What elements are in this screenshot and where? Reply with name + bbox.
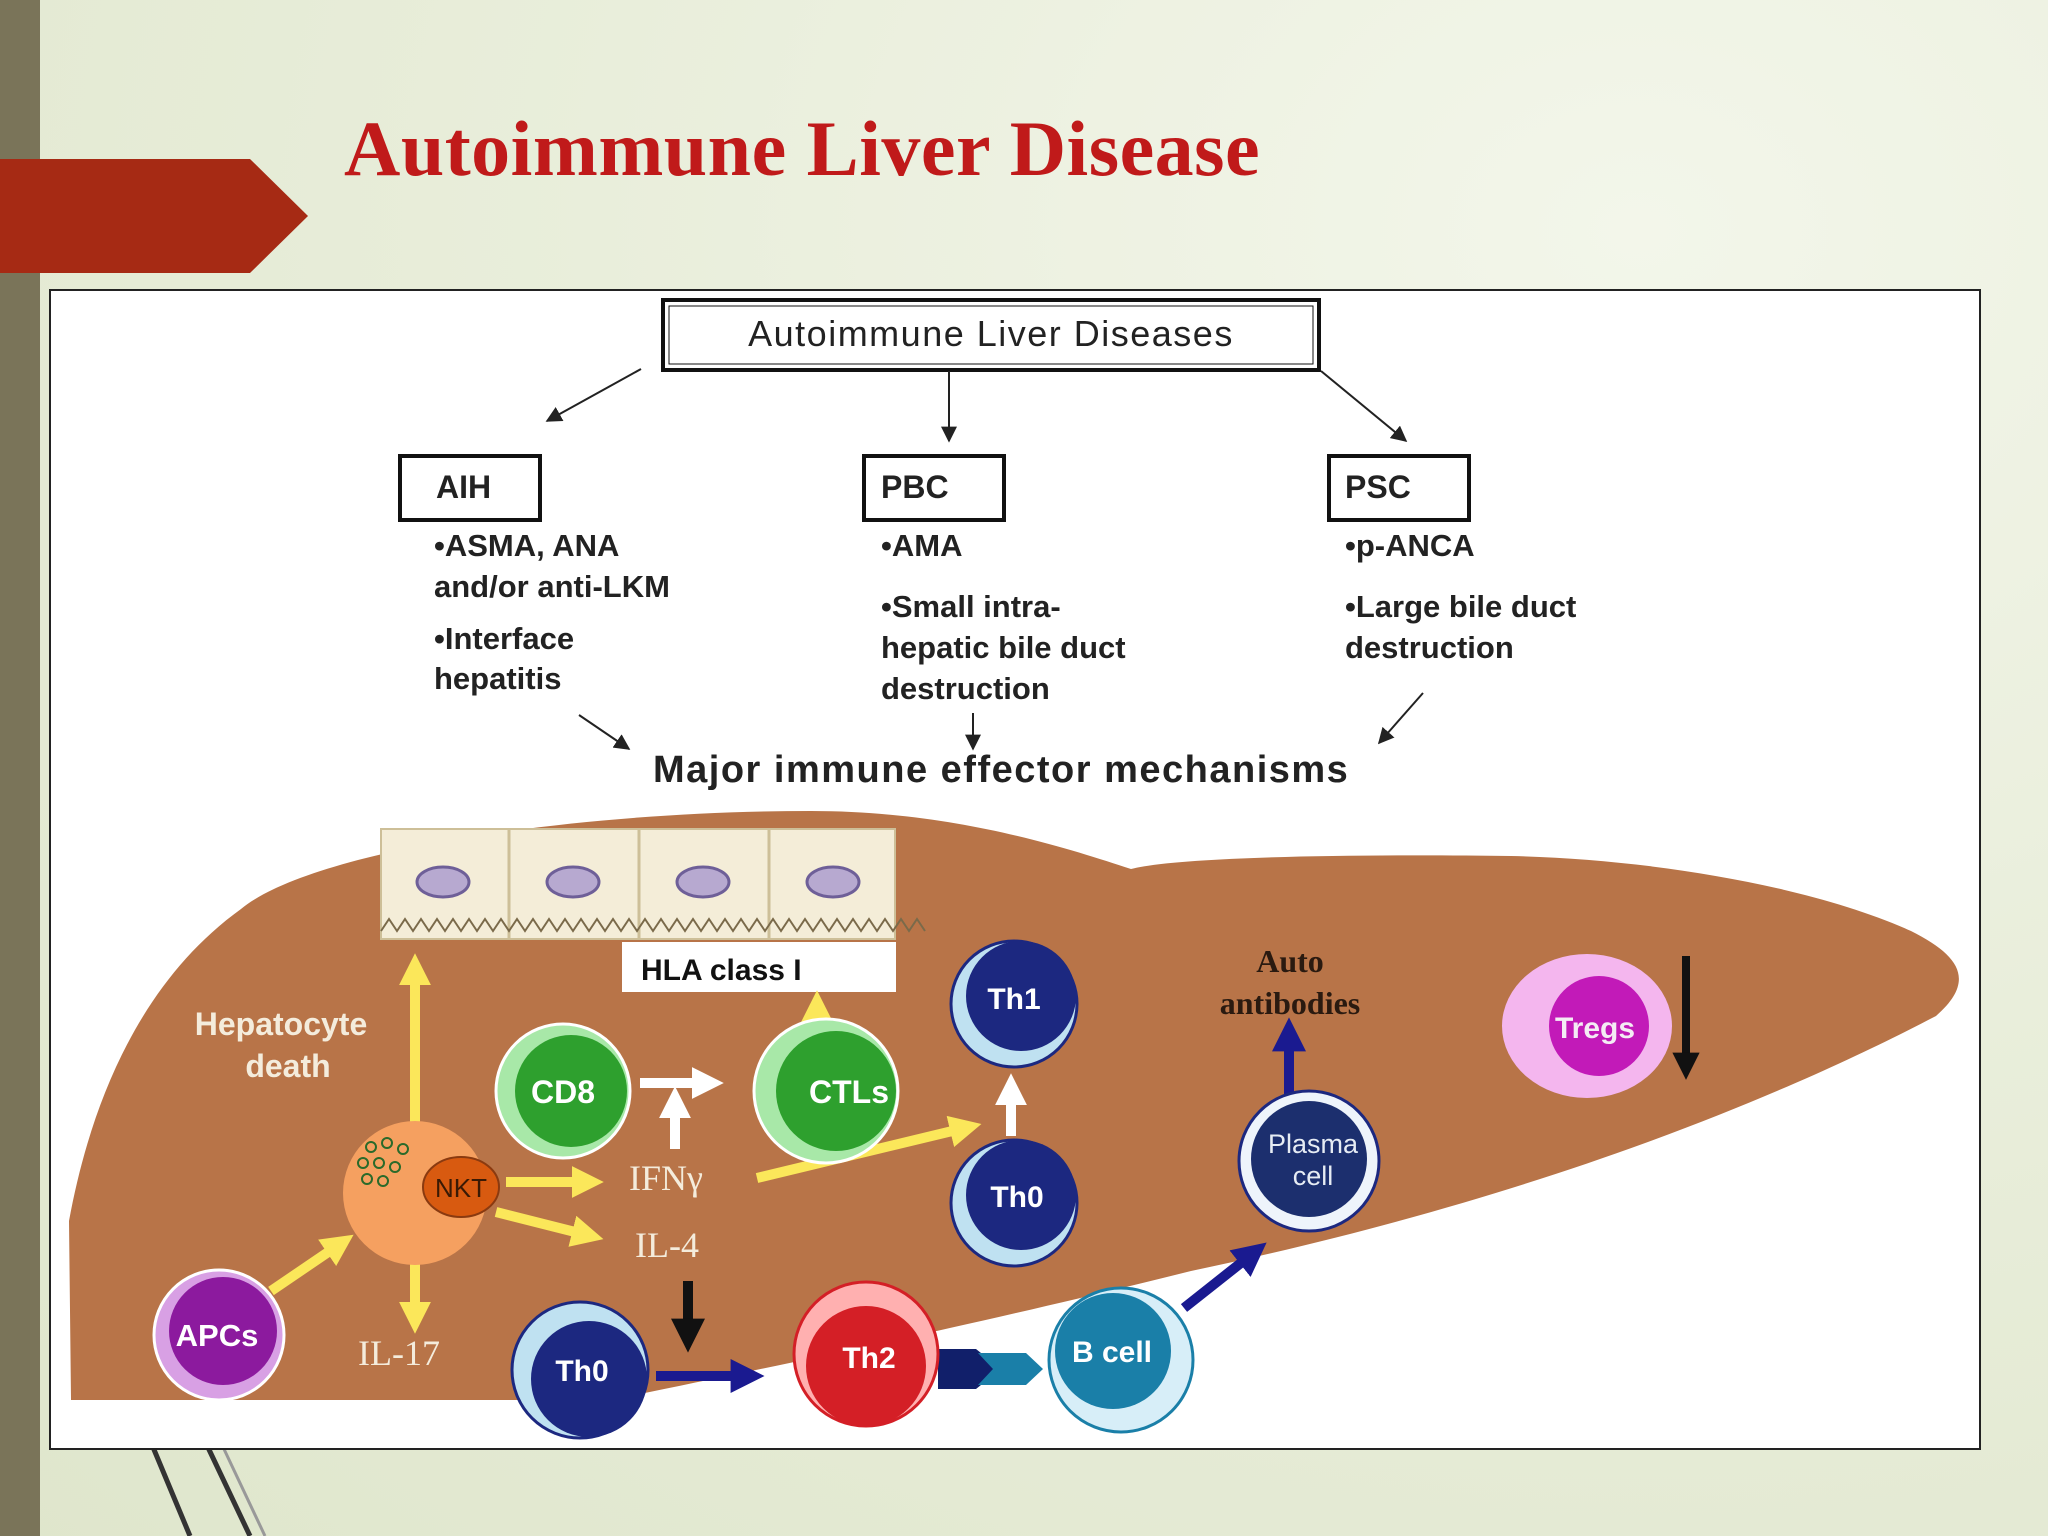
- ctls-cell: CTLs: [752, 1017, 900, 1165]
- cd8-cell: CD8: [494, 1022, 632, 1160]
- plasma-cell: Plasma cell: [1237, 1089, 1381, 1233]
- psc-label: PSC: [1345, 469, 1411, 505]
- auto-antibodies-line-1: Auto: [1256, 943, 1324, 979]
- title-arrow-tab: [0, 159, 308, 273]
- plasma-cell-line-2: cell: [1293, 1161, 1334, 1191]
- arrow-apc-nkt: [268, 1234, 354, 1296]
- pbc-line-2: •Small intra-: [881, 589, 1061, 624]
- plasma-cell-line-1: Plasma: [1268, 1129, 1359, 1159]
- hepatocyte-death-line-1: Hepatocyte: [195, 1006, 368, 1042]
- th0-upper-cell: Th0: [949, 1138, 1079, 1268]
- autoimmune-diagram: Autoimmune Liver Diseases AIH •ASMA, ANA…: [49, 289, 1981, 1450]
- pbc-line-4: destruction: [881, 671, 1050, 706]
- auto-antibodies-line-2: antibodies: [1220, 985, 1360, 1021]
- arrow-to-aih: [545, 368, 642, 422]
- psc-box: [1327, 454, 1471, 522]
- mechanisms-heading: Major immune effector mechanisms: [653, 749, 1349, 791]
- il17-label: IL-17: [358, 1333, 440, 1373]
- ctls-label: CTLs: [809, 1074, 889, 1110]
- aih-box: [398, 454, 542, 522]
- pbc-line-1: •AMA: [881, 528, 962, 563]
- apcs-label: APCs: [176, 1318, 259, 1353]
- il4-label: IL-4: [635, 1225, 699, 1265]
- arrow-bcell-plasma: [1180, 1242, 1267, 1312]
- ifn-gamma-label: IFNγ: [629, 1158, 703, 1198]
- pbc-line-3: hepatic bile duct: [881, 630, 1126, 665]
- psc-line-1: •p-ANCA: [1345, 528, 1475, 563]
- aih-label: AIH: [436, 469, 491, 505]
- nkt-label: NKT: [435, 1173, 487, 1203]
- tregs-cell: Tregs: [1502, 954, 1672, 1098]
- th1-label: Th1: [987, 983, 1040, 1016]
- nkt-cell: NKT: [343, 1121, 500, 1265]
- cd8-label: CD8: [531, 1074, 595, 1110]
- arrow-psc-mech: [1377, 692, 1424, 745]
- hepatocyte-death-line-2: death: [245, 1048, 330, 1084]
- b-cell-label: B cell: [1072, 1336, 1152, 1369]
- top-box-label: Autoimmune Liver Diseases: [748, 313, 1234, 354]
- th0-upper-label: Th0: [990, 1181, 1043, 1214]
- aih-line-3: •Interface: [434, 621, 574, 656]
- th0-lower-cell: Th0: [510, 1300, 650, 1440]
- slide-title: Autoimmune Liver Disease: [344, 105, 1261, 192]
- hepatocyte-cells: [380, 828, 926, 940]
- aih-line-4: hepatitis: [434, 661, 561, 696]
- th0-lower-label: Th0: [555, 1355, 608, 1388]
- hla-box: [622, 942, 896, 992]
- pbc-box: [862, 454, 1006, 522]
- pbc-label: PBC: [881, 469, 949, 505]
- b-cell: B cell: [1047, 1286, 1195, 1434]
- top-box: [661, 298, 1321, 372]
- th2-bcell-connector: [938, 1349, 1043, 1389]
- th2-cell: Th2: [792, 1280, 940, 1428]
- arrow-aih-mech: [578, 714, 631, 750]
- hla-label: HLA class I: [641, 954, 802, 987]
- apcs-cell: APCs: [152, 1268, 286, 1402]
- aih-line-2: and/or anti-LKM: [434, 569, 670, 604]
- tregs-label: Tregs: [1555, 1012, 1635, 1045]
- psc-line-2: •Large bile duct: [1345, 589, 1576, 624]
- th1-cell: Th1: [949, 939, 1079, 1069]
- arrow-nkt-il4: [494, 1207, 604, 1247]
- psc-line-3: destruction: [1345, 630, 1514, 665]
- th2-label: Th2: [842, 1342, 895, 1375]
- aih-line-1: •ASMA, ANA: [434, 528, 619, 563]
- arrow-to-psc: [1320, 370, 1408, 443]
